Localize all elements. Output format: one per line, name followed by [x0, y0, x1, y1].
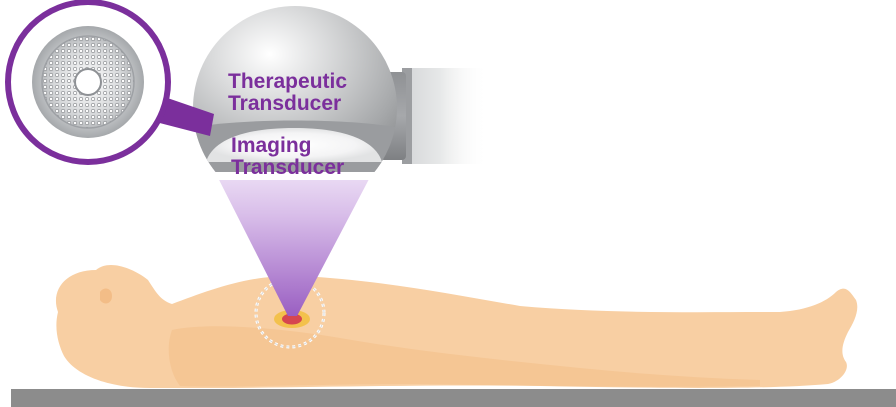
focal-zone: [254, 277, 326, 349]
imaging-label-line2: Transducer: [231, 156, 344, 179]
therapeutic-transducer: [193, 6, 397, 180]
transducer-center-hole: [74, 68, 102, 96]
lesion-inner: [282, 313, 302, 325]
transducer-magnifier: [5, 0, 214, 165]
patient-body: [55, 264, 858, 388]
imaging-label-line1: Imaging: [231, 134, 312, 157]
patient-table: [11, 389, 896, 407]
imaging-transducer-window: [206, 128, 382, 162]
therapeutic-label-line1: Therapeutic: [228, 70, 347, 93]
imaging-beam: [210, 162, 378, 316]
therapeutic-label-line2: Transducer: [228, 92, 341, 115]
